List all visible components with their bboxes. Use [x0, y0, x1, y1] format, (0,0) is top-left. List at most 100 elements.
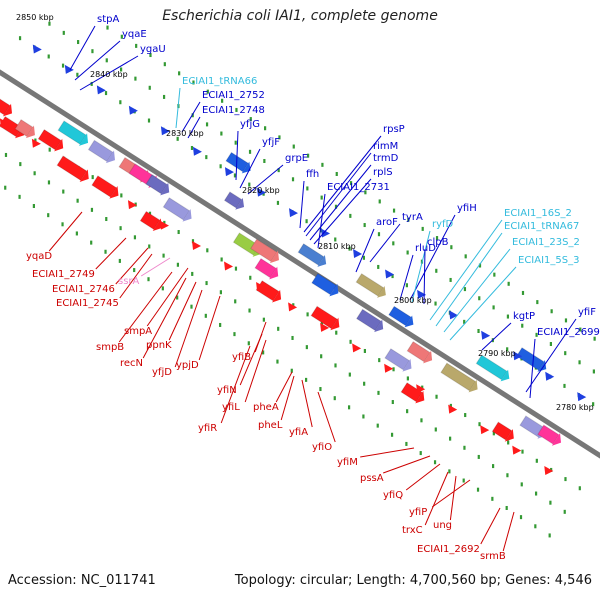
tick-mark [392, 241, 395, 246]
tick-mark [377, 264, 380, 269]
tick-mark [407, 217, 410, 222]
tick-mark [463, 287, 467, 292]
gene-feature [254, 257, 279, 280]
gene-arrow [416, 384, 426, 394]
tick-mark [449, 277, 452, 282]
tick-mark [104, 249, 107, 254]
tick-mark [392, 367, 395, 372]
tick-mark [349, 339, 352, 344]
tick-mark [491, 496, 494, 501]
gene-label-ECIAI1_5S_3: ECIAI1_5S_3 [518, 255, 579, 266]
tick-mark [334, 237, 337, 242]
gene-arrow [417, 289, 427, 299]
tick-mark [593, 336, 596, 341]
tick-mark [219, 164, 222, 169]
gene-label-smpB: smpB [96, 342, 124, 353]
tick-mark [377, 232, 381, 237]
leader-line [502, 511, 515, 552]
tick-mark [264, 126, 267, 131]
tick-mark [220, 257, 223, 262]
gene-arrow [32, 44, 42, 54]
tick-mark [248, 149, 252, 154]
gene-label-rpsP: rpsP [383, 124, 405, 135]
tick-mark [18, 36, 22, 41]
tick-mark [435, 394, 438, 399]
leader-line [146, 267, 189, 327]
gene-feature [440, 362, 478, 393]
gene-arrow [353, 248, 363, 258]
gene-arrow [513, 351, 523, 361]
gene-arrow [289, 208, 299, 218]
gene-label-ppnK: ppnK [146, 340, 172, 351]
tick-mark [191, 113, 194, 118]
tick-mark [177, 230, 180, 235]
leader-line [118, 271, 173, 343]
tick-mark [219, 290, 222, 295]
tick-mark [535, 332, 538, 337]
tick-mark [392, 208, 396, 213]
tick-mark [119, 67, 123, 72]
leader-line [317, 391, 336, 443]
leader-line [235, 130, 239, 181]
leader-line [355, 228, 375, 273]
kbp-marker: 2850 kbp [16, 13, 54, 22]
gene-label-ECIAI1_2752: ECIAI1_2752 [202, 90, 265, 101]
tick-mark [134, 76, 137, 81]
tick-mark [462, 478, 465, 483]
tick-mark [118, 258, 121, 263]
tick-mark [148, 244, 151, 249]
tick-mark [135, 43, 138, 48]
tick-mark [148, 211, 152, 216]
tick-mark [406, 409, 409, 414]
leader-line [280, 375, 295, 421]
gene-label-ECIAI1_2745: ECIAI1_2745 [56, 298, 119, 309]
tick-mark [548, 533, 551, 538]
gene-arrow [256, 187, 266, 197]
tick-mark [191, 271, 194, 276]
tick-mark [549, 342, 553, 347]
tick-mark [106, 25, 109, 30]
gene-feature [537, 424, 562, 446]
gene-arrow [96, 85, 106, 95]
map-title: Escherichia coli IAI1, complete genome [162, 8, 438, 24]
tick-mark [450, 245, 453, 250]
tick-mark [119, 226, 122, 231]
tick-mark [564, 477, 567, 482]
gene-arrow [384, 363, 394, 373]
gene-feature [255, 280, 282, 303]
tick-mark [348, 372, 351, 377]
tick-mark [18, 194, 21, 199]
gene-arrow [448, 404, 458, 414]
gene-arrow [64, 64, 74, 74]
gene-label-clpB: clpB [427, 237, 449, 248]
tick-mark [147, 277, 150, 282]
kbp-marker: 2820 kbp [242, 186, 280, 195]
tick-mark [62, 189, 65, 194]
gene-arrow [320, 322, 330, 332]
leader-line [405, 463, 441, 491]
gene-label-rluD: rluD [415, 243, 436, 254]
tick-mark [564, 318, 568, 323]
tick-mark [120, 193, 123, 198]
leader-line [239, 148, 261, 189]
tick-mark [335, 330, 338, 335]
tick-mark [249, 117, 252, 122]
gene-arrow [0, 118, 9, 128]
gene-feature [0, 95, 13, 117]
tick-mark [61, 222, 64, 227]
gene-arrow [385, 269, 395, 279]
tick-mark [391, 274, 394, 279]
gene-arrow [321, 228, 331, 238]
leader-line [168, 281, 197, 341]
tick-mark [90, 81, 93, 86]
gene-arrow [95, 179, 105, 189]
tick-mark [349, 213, 352, 218]
tick-mark [163, 62, 166, 67]
tick-mark [492, 464, 495, 469]
tick-mark [47, 54, 50, 59]
tick-mark [206, 89, 209, 94]
gene-label-ECIAI1_2731: ECIAI1_2731 [327, 182, 390, 193]
kbp-marker: 2830 kbp [166, 129, 204, 138]
tick-mark [163, 220, 166, 225]
gene-feature [406, 340, 433, 364]
